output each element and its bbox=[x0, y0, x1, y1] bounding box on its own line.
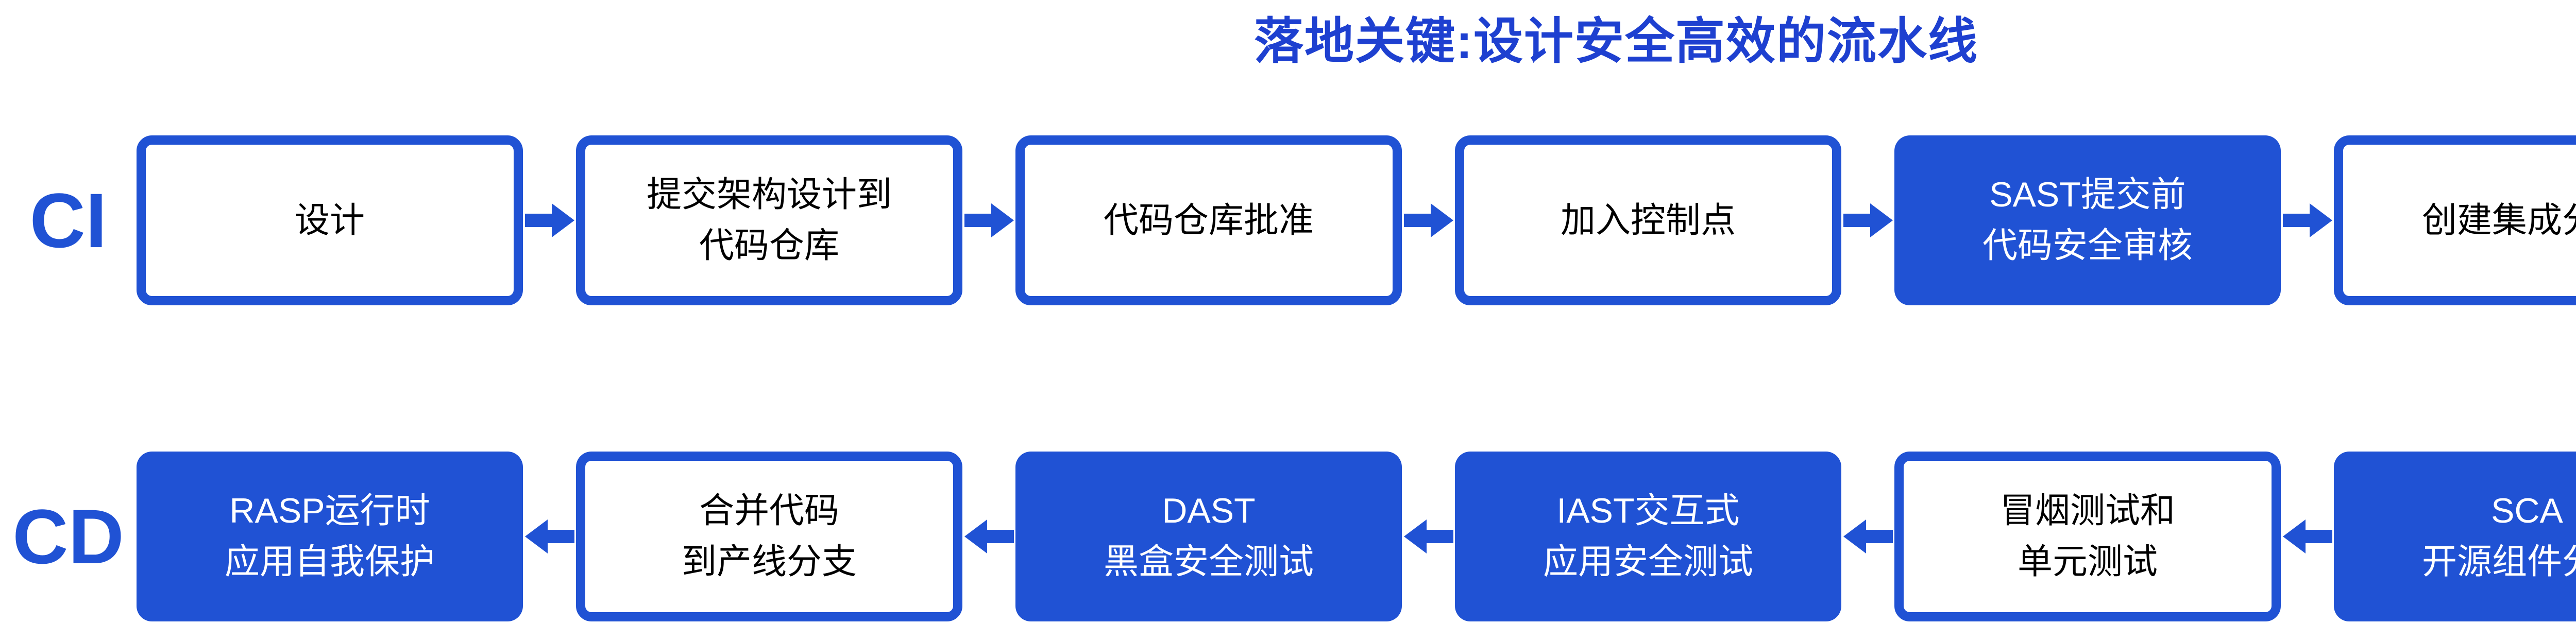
step-sca-component-analysis: SCA 开源组件分析 bbox=[2334, 452, 2576, 621]
arrow-left-icon bbox=[1841, 519, 1894, 553]
step-label: 设计 bbox=[294, 200, 365, 240]
ci-row-label: CI bbox=[29, 177, 107, 264]
arrow-right-icon bbox=[962, 203, 1015, 237]
step-dast-blackbox-testing: DAST 黑盒安全测试 bbox=[1015, 452, 1402, 621]
step-submit-architecture: 提交架构设计到 代码仓库 bbox=[576, 135, 962, 305]
cd-row-label: CD bbox=[12, 493, 124, 580]
arrow-left-icon bbox=[523, 519, 576, 553]
step-merge-code-to-production-branch: 合并代码 到产线分支 bbox=[576, 452, 962, 621]
step-label: 创建集成分支 bbox=[2421, 200, 2576, 240]
step-create-integration-branch: 创建集成分支 bbox=[2334, 135, 2576, 305]
arrow-left-icon bbox=[962, 519, 1015, 553]
step-repo-approval: 代码仓库批准 bbox=[1015, 135, 1402, 305]
step-rasp-self-protection: RASP运行时 应用自我保护 bbox=[137, 452, 523, 621]
arrow-left-icon bbox=[2281, 519, 2334, 553]
step-design: 设计 bbox=[137, 135, 523, 305]
ci-row: CI 设计 提交架构设计到 代码仓库 代码仓库批准 加入控制点 SAST提交前 … bbox=[0, 135, 2576, 305]
arrow-right-icon bbox=[1402, 203, 1455, 237]
step-label: 冒烟测试和 单元测试 bbox=[1999, 491, 2175, 581]
step-label: SAST提交前 代码安全审核 bbox=[1982, 175, 2193, 265]
step-label: 提交架构设计到 代码仓库 bbox=[646, 175, 892, 265]
arrow-right-icon bbox=[2281, 203, 2334, 237]
step-label: DAST 黑盒安全测试 bbox=[1103, 491, 1314, 581]
step-label: 合并代码 到产线分支 bbox=[681, 491, 857, 581]
step-label: SCA 开源组件分析 bbox=[2421, 491, 2576, 581]
arrow-right-icon bbox=[523, 203, 576, 237]
arrow-right-icon bbox=[1841, 203, 1894, 237]
step-sast-precommit-review: SAST提交前 代码安全审核 bbox=[1894, 135, 2281, 305]
step-iast-interactive-testing: IAST交互式 应用安全测试 bbox=[1455, 452, 1841, 621]
step-smoke-and-unit-testing: 冒烟测试和 单元测试 bbox=[1894, 452, 2281, 621]
step-label: RASP运行时 应用自我保护 bbox=[224, 491, 435, 581]
cd-row: CD RASP运行时 应用自我保护 合并代码 到产线分支 DAST 黑盒安全测试… bbox=[0, 452, 2576, 621]
page-title: 落地关键:设计安全高效的流水线 bbox=[1254, 14, 1978, 69]
arrow-left-icon bbox=[1402, 519, 1455, 553]
step-label: 加入控制点 bbox=[1560, 200, 1736, 240]
step-label: 代码仓库批准 bbox=[1103, 200, 1314, 240]
step-label: IAST交互式 应用安全测试 bbox=[1543, 491, 1753, 581]
step-add-control-point: 加入控制点 bbox=[1455, 135, 1841, 305]
